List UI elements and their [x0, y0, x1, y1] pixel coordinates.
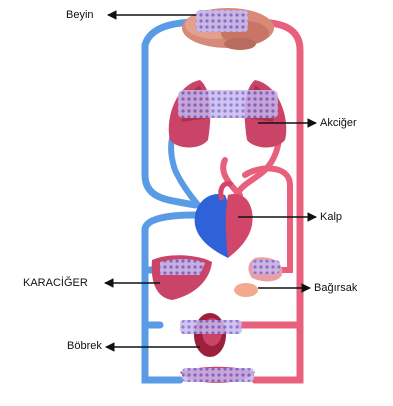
heart-organ — [195, 183, 253, 258]
kidney-organ — [180, 313, 242, 357]
lower-body-capillaries — [180, 367, 255, 383]
lungs-organ — [169, 80, 287, 148]
brain-label: Beyin — [66, 9, 94, 22]
kidney-label: Böbrek — [67, 340, 102, 353]
liver-organ — [152, 255, 212, 300]
heart-label: Kalp — [320, 211, 342, 224]
liver-label: KARACİĞER — [23, 277, 88, 290]
label-arrows — [105, 15, 316, 347]
intestine-organ — [234, 257, 282, 297]
intestine-label: Bağırsak — [314, 282, 357, 295]
lungs-label: Akciğer — [320, 117, 357, 130]
